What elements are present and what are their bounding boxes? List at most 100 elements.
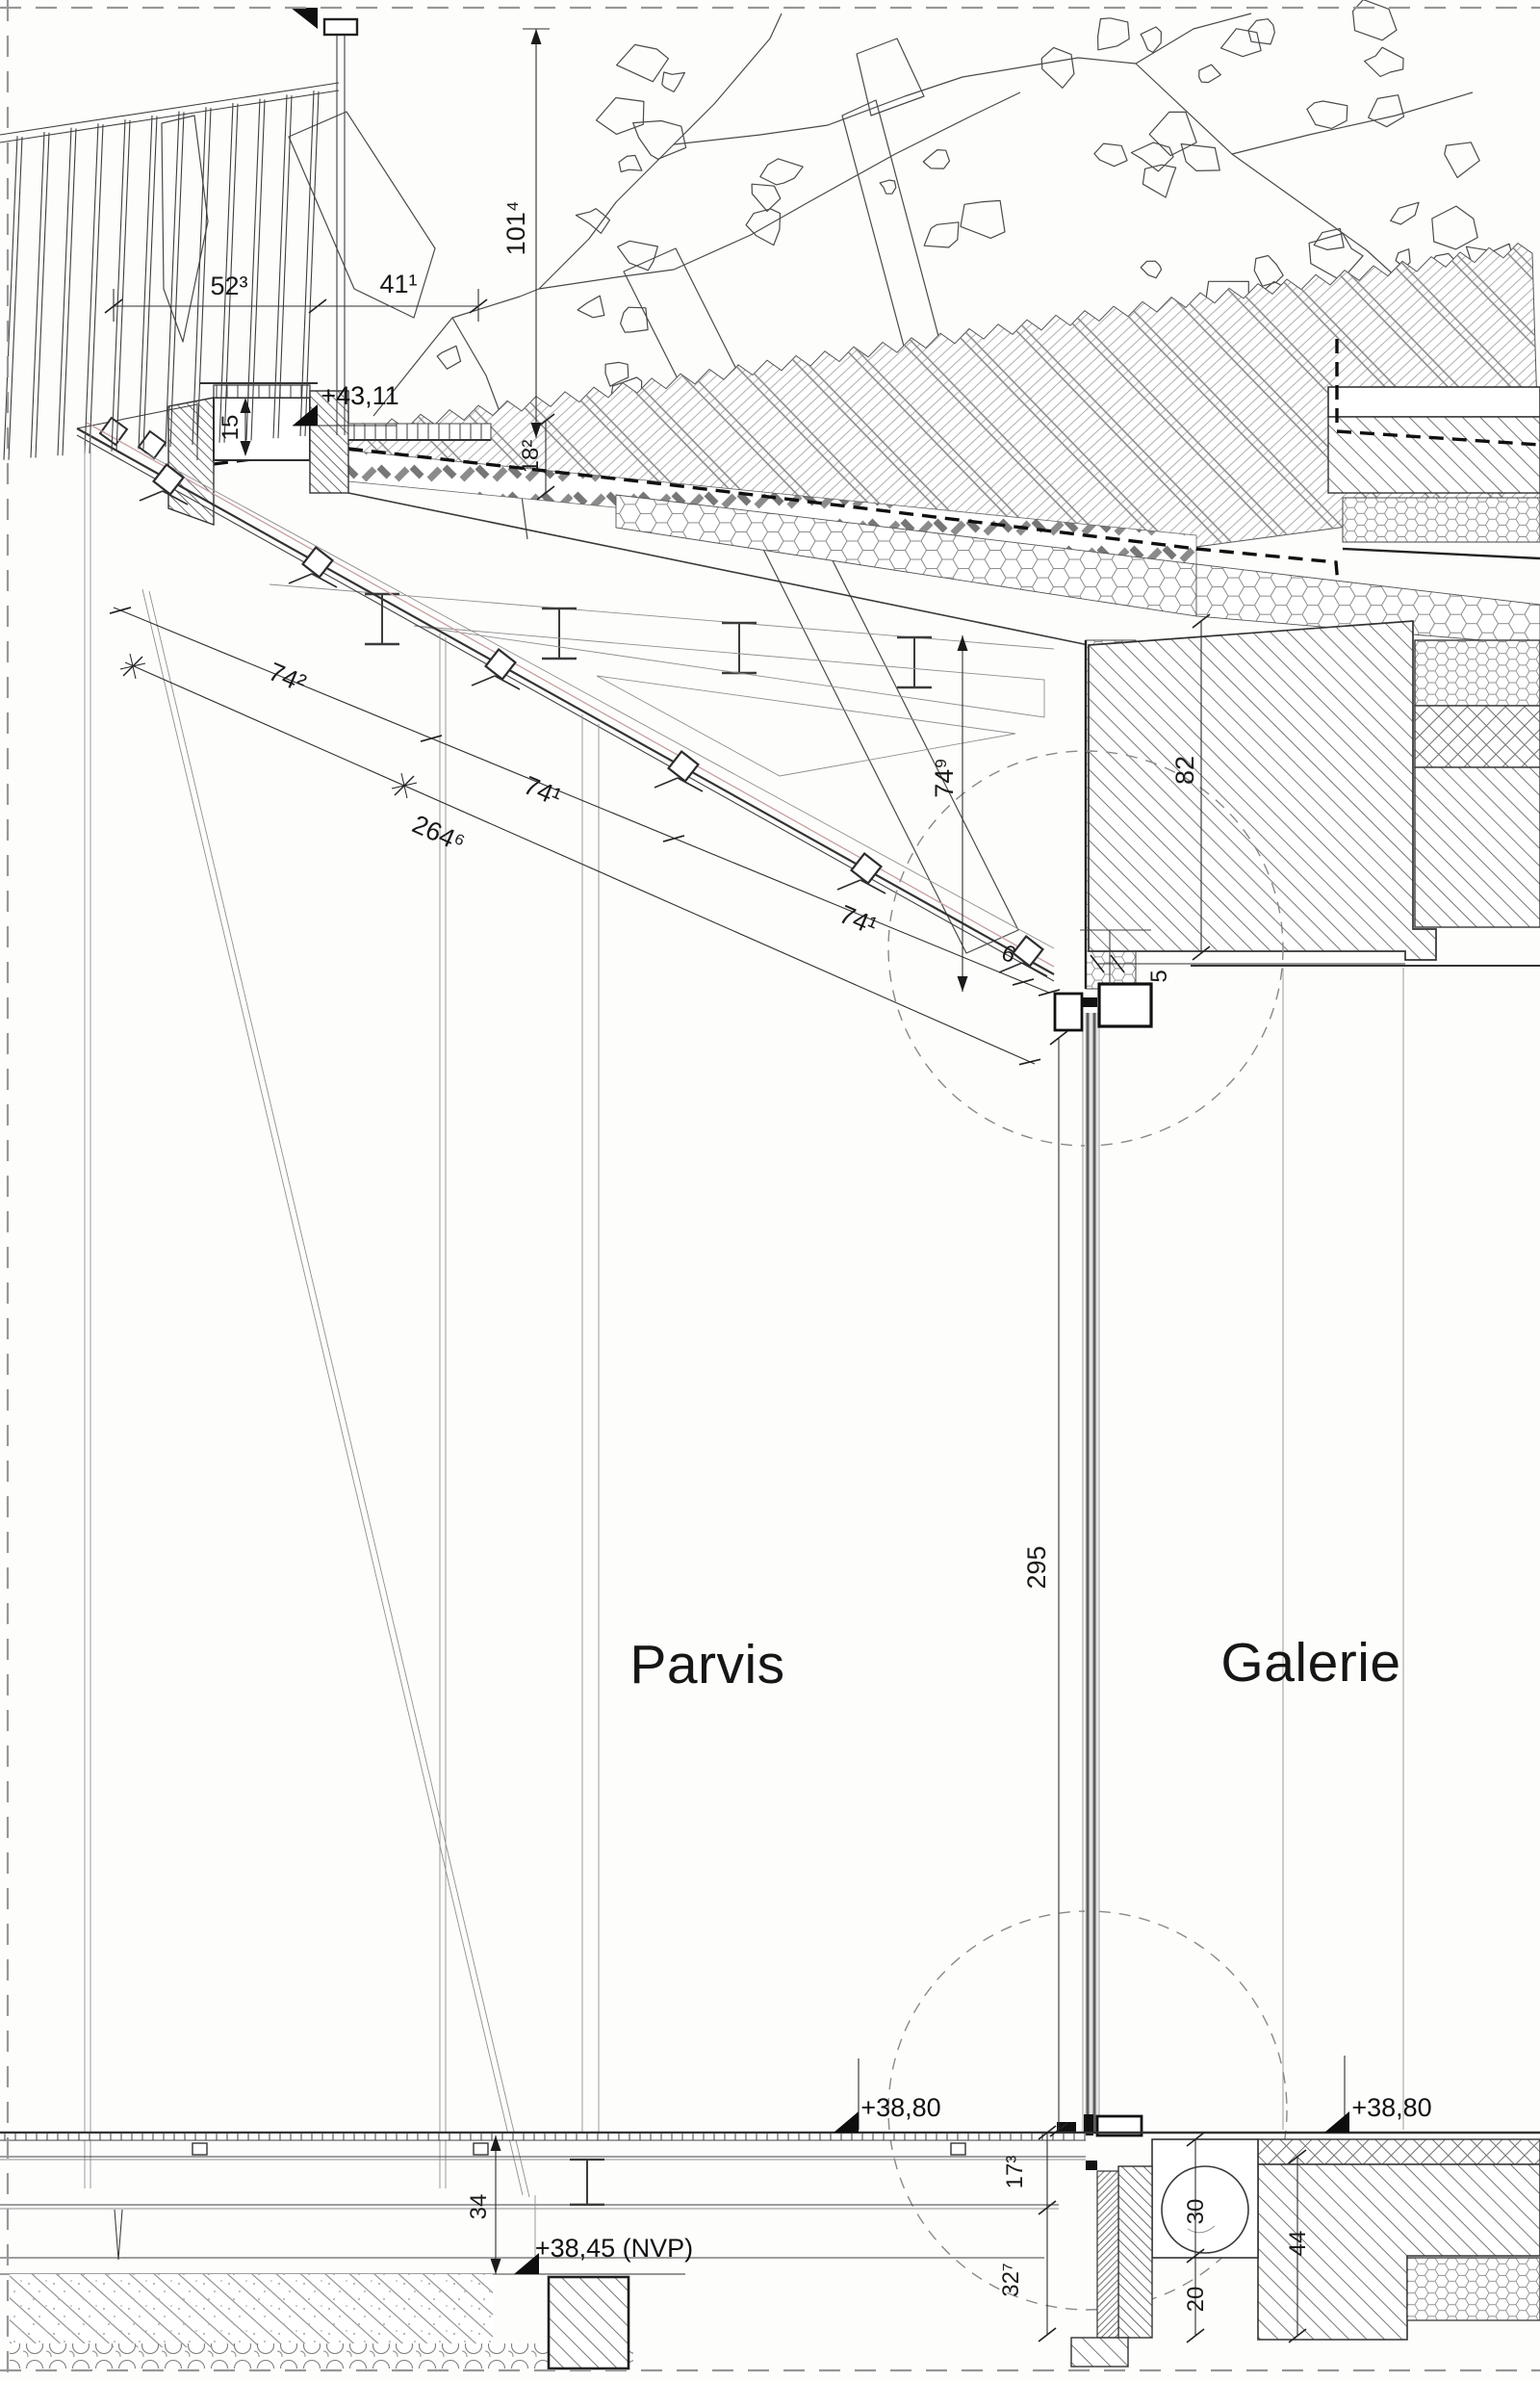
concrete-footing-block — [547, 2275, 630, 2370]
dim-15: 15 — [218, 415, 244, 441]
louver-slat — [30, 131, 45, 458]
galerie-screed — [1257, 2138, 1540, 2165]
curtain-wall-glazing — [1053, 929, 1153, 2137]
soffit-line — [76, 427, 1055, 975]
louver-slat — [218, 102, 234, 443]
leaf-cluster — [595, 96, 645, 135]
dim-101: 101⁴ — [501, 201, 530, 256]
interior-insulation — [1414, 639, 1540, 707]
duct-circle — [1161, 2165, 1249, 2254]
louver-slat — [165, 111, 180, 448]
louver-slat — [116, 119, 131, 452]
leaf-cluster — [1247, 18, 1275, 45]
leaf-cluster — [577, 295, 605, 319]
dim-5: 5 — [1146, 970, 1172, 982]
level-markers: +43,11 +38,80 +38,80 +38,45 (NVP) — [293, 381, 1432, 2275]
green-roof-buildup — [213, 242, 1540, 646]
louver-screen — [0, 8, 447, 2188]
leaf-cluster — [923, 221, 960, 248]
dim-173: 17³ — [1002, 2156, 1028, 2189]
under-slab-insulation — [1406, 2257, 1540, 2321]
label-parvis: Parvis — [629, 1634, 784, 1695]
level-parapet: +43,11 — [321, 381, 398, 410]
interior-screed — [1414, 705, 1540, 768]
glazing-base-profile — [1057, 2122, 1076, 2134]
dim-295: 295 — [1022, 1545, 1051, 1589]
louver-slat — [245, 98, 261, 441]
leaf-cluster — [1313, 227, 1345, 250]
leaf-cluster — [436, 345, 462, 370]
dim-74a: 74² — [265, 657, 311, 698]
leaf-cluster — [618, 154, 643, 173]
dim-34: 34 — [466, 2194, 492, 2220]
louver-slat — [111, 119, 126, 452]
dim-30: 30 — [1183, 2199, 1209, 2225]
leaf-cluster — [1140, 26, 1163, 54]
louver-slat — [3, 136, 18, 460]
leaf-cluster — [1219, 28, 1262, 58]
canopy-structure — [76, 382, 1540, 990]
leaf-cluster — [661, 71, 686, 93]
glazing-head-profile — [1053, 992, 1084, 1032]
leaf-cluster — [575, 208, 611, 234]
louver-slat — [89, 124, 104, 453]
leaf-cluster — [1096, 17, 1130, 51]
louver-slat — [169, 112, 185, 448]
post-cap — [322, 17, 359, 37]
leaf-cluster — [960, 199, 1006, 239]
dim-74b: 74¹ — [520, 770, 566, 812]
concrete-edge-beam — [1088, 620, 1437, 961]
leaf-cluster — [619, 306, 649, 333]
louver-slat — [250, 99, 266, 441]
label-galerie: Galerie — [1220, 1632, 1400, 1694]
pebble-drainage — [10, 2343, 633, 2368]
level-ground-nvp: +38,45 (NVP) — [535, 2234, 693, 2263]
leaf-cluster — [1431, 205, 1478, 250]
leaf-cluster — [759, 158, 804, 186]
louver-slat — [62, 128, 77, 456]
level-parvis-floor: +38,80 — [860, 2093, 940, 2122]
leaf-cluster — [1198, 64, 1221, 84]
louver-slat — [8, 136, 23, 460]
leaf-cluster — [1148, 111, 1197, 157]
dim-749: 74⁹ — [930, 758, 959, 798]
leaf-cluster — [632, 119, 687, 160]
floor-construction — [0, 2131, 1540, 2370]
plinth-insulation — [1096, 2170, 1119, 2339]
louver-slat — [299, 91, 315, 437]
parvis-decking — [0, 2134, 1086, 2140]
leaf-cluster — [879, 179, 897, 194]
leaf-cluster — [615, 43, 670, 83]
leaf-cluster — [751, 183, 782, 212]
leaf-cluster — [1367, 94, 1405, 128]
interior-slab — [1414, 766, 1540, 928]
dim-74c: 74¹ — [835, 899, 882, 941]
leaf-cluster — [1390, 201, 1420, 225]
leaf-cluster — [1351, 0, 1398, 41]
leaf-cluster — [1363, 46, 1404, 78]
leaf-cluster — [1093, 142, 1128, 168]
leaf-cluster — [1444, 142, 1480, 179]
louver-slat — [304, 91, 320, 437]
louver-slat — [272, 94, 288, 439]
louver-slat — [142, 116, 158, 450]
plinth-concrete — [1117, 2165, 1153, 2339]
leaf-cluster — [1142, 164, 1177, 198]
galerie-slab — [1257, 2163, 1540, 2341]
leaf-cluster — [1140, 260, 1163, 279]
leaf-cluster — [1180, 142, 1220, 171]
leaf-cluster — [1130, 142, 1174, 172]
leaf-cluster — [1306, 100, 1348, 129]
space-labels: Parvis Galerie — [629, 1632, 1400, 1695]
louver-slat — [196, 107, 212, 446]
dim-44: 44 — [1285, 2231, 1311, 2257]
gutter-left-block — [167, 397, 215, 526]
leaf-cluster — [1253, 254, 1284, 287]
level-galerie-floor: +38,80 — [1351, 2093, 1431, 2122]
leaf-cluster — [1040, 46, 1075, 90]
leaf-cluster — [616, 240, 659, 272]
dim-327: 32⁷ — [998, 2263, 1024, 2296]
